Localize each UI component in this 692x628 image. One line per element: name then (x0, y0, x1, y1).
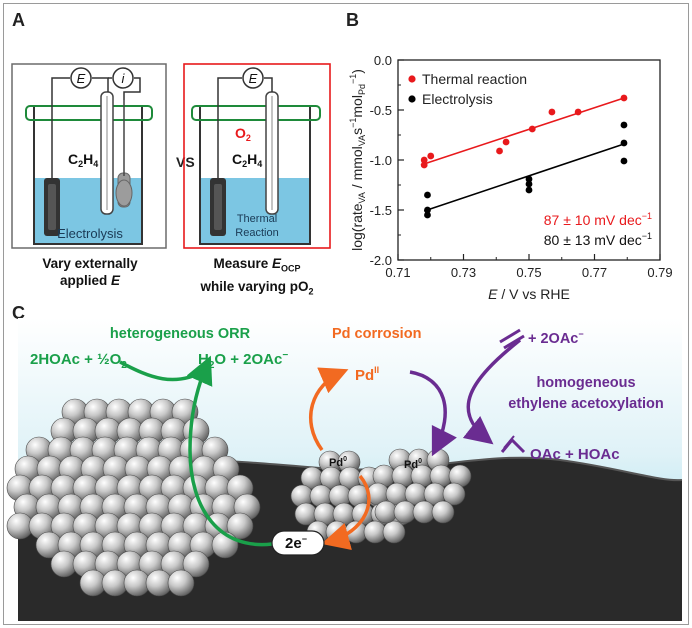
thermal-point (528, 125, 536, 133)
electrolysis-point (424, 211, 431, 219)
fit-lines (420, 97, 625, 212)
electron-label: 2e− (285, 534, 307, 552)
x-tick-label: 0.71 (385, 265, 410, 280)
electrolysis-beaker (33, 105, 143, 245)
panel-a-diagram: E i C2H4 Electrolysis VS E O2 C2H4 Therm… (11, 63, 331, 249)
left-gas-label: C2H4 (68, 151, 98, 169)
electron-release-arrow (321, 474, 371, 551)
pd-atom-sphere (182, 550, 210, 578)
y-axis-ticks: 0.0 -0.5 -1.0 -1.5 -2.0 (370, 53, 404, 268)
reduction-arrow (409, 370, 457, 457)
figure-frame (3, 3, 689, 625)
thermal-beaker (199, 105, 311, 245)
orr-products: H2O + 2OAc− (198, 350, 288, 371)
x-tick-label: 0.75 (516, 265, 541, 280)
data-points (420, 94, 628, 219)
pd-atom-sphere (226, 512, 254, 540)
electron-pill (271, 530, 325, 556)
electrolysis-point (424, 206, 431, 214)
thermal-cell-frame (183, 63, 331, 249)
vinyl-acetate-icon (500, 437, 526, 454)
thermal-point (574, 108, 582, 116)
pd-ii-label: PdII (355, 365, 379, 384)
homogeneous-label-1: homogeneous (536, 375, 635, 391)
voltmeter-icon (70, 67, 92, 89)
homogeneous-label-2: ethylene acetoxylation (508, 396, 664, 412)
oxygen-label: O2 (235, 125, 251, 143)
thermal-solution-label-1: Thermal (237, 213, 277, 225)
thermal-point (420, 156, 428, 164)
ocp-voltmeter-icon (242, 67, 264, 89)
electrolysis-cell-frame (11, 63, 167, 249)
mechanism-scheme: Pd0 Pd0 heterogeneous ORR 2HOAc + ½O2 H2O… (6, 318, 683, 621)
electrolysis-point (525, 175, 533, 183)
acetate-reactant: + 2OAc− (528, 329, 584, 347)
electrolysis-point (424, 191, 431, 199)
thermal-point (502, 138, 510, 146)
acetoxylation-arrow (462, 338, 522, 445)
x-axis-ticks: 0.71 0.73 0.75 0.77 0.79 (385, 254, 673, 280)
x-axis-label: E / V vs RHE (488, 286, 570, 302)
thermal-fit-line (420, 97, 625, 166)
thermal-point (420, 161, 428, 169)
orr-electron-arrow (186, 355, 273, 547)
electrolysis-point (620, 157, 628, 165)
rate-vs-potential-chart: 0.71 0.73 0.75 0.77 0.79 0.0 -0.5 -1.0 -1.5 -2.0… (348, 53, 673, 302)
electrolysis-point (525, 180, 533, 188)
legend-electrolysis-marker (408, 95, 416, 103)
pd-atom-sphere (442, 482, 466, 506)
y-tick-label: -1.5 (370, 203, 392, 218)
electrolysis-point (620, 121, 628, 129)
orr-reaction-arrow (119, 360, 207, 382)
panel-b-label: B (346, 10, 359, 30)
ammeter-label: i (122, 71, 126, 86)
corrosion-arrow (308, 367, 349, 452)
thermal-point (548, 108, 556, 116)
y-tick-label: -0.5 (370, 103, 392, 118)
ethylene-icon (499, 328, 521, 344)
electrolysis-lid (25, 105, 153, 121)
y-axis-label: log(rateVA / mmolVAs−1molPd−1) (348, 69, 367, 251)
caption-left: Vary externally applied E (42, 256, 138, 288)
legend-electrolysis-label: Electrolysis (422, 91, 493, 107)
electrolysis-point (620, 139, 628, 147)
pd0-label-left: Pd0 (329, 456, 347, 469)
pd-atom-sphere (167, 569, 195, 597)
y-tick-label: -1.0 (370, 153, 392, 168)
legend-thermal-marker (408, 75, 416, 83)
orr-title: heterogeneous ORR (110, 326, 251, 342)
ocp-voltmeter-label: E (249, 71, 258, 86)
pd-atom-sphere (382, 520, 406, 544)
thermal-point (496, 147, 503, 155)
corrosion-title: Pd corrosion (332, 326, 421, 342)
pd-atom-sphere (431, 500, 455, 524)
versus-label: VS (176, 154, 195, 170)
thermal-point (620, 94, 628, 102)
electrolysis-solution-label: Electrolysis (57, 226, 123, 241)
electrolysis-point (525, 186, 533, 194)
panel-a-label: A (12, 10, 25, 30)
right-gas-label: C2H4 (232, 151, 262, 169)
legend-thermal-label: Thermal reaction (422, 71, 527, 87)
y-tick-label: -2.0 (370, 253, 392, 268)
x-tick-label: 0.73 (451, 265, 476, 280)
thermal-slope-label: 87 ± 10 mV dec−1 (544, 211, 652, 228)
electrolysis-fit-line (423, 143, 625, 212)
voltmeter-label: E (77, 71, 86, 86)
thermal-lid (191, 105, 321, 121)
electrolysis-slope-label: 80 ± 13 mV dec−1 (544, 231, 652, 248)
x-tick-label: 0.79 (647, 265, 672, 280)
pd0-label-right: Pd0 (404, 458, 422, 471)
x-tick-label: 0.77 (582, 265, 607, 280)
thermal-solution-label-2: Reaction (235, 227, 278, 239)
thermal-point (427, 152, 435, 160)
y-tick-label: 0.0 (374, 53, 392, 68)
caption-right: Measure EOCP while varying pO2 (200, 256, 314, 297)
ammeter-icon (112, 67, 134, 89)
acetoxylation-products: OAc + HOAc (530, 446, 620, 463)
orr-reactants: 2HOAc + ½O2 (30, 351, 127, 371)
